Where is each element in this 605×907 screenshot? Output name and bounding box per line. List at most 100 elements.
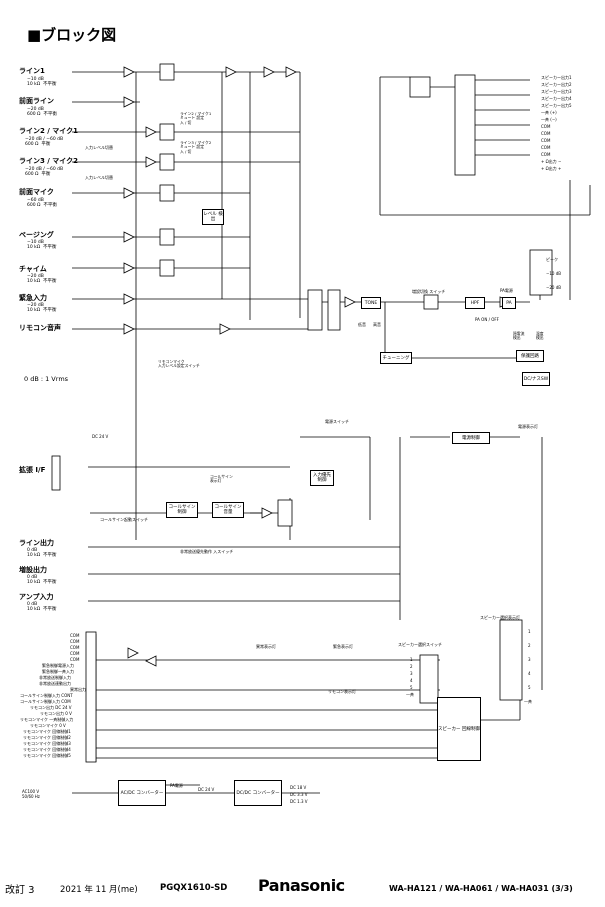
dc33-label: DC 3.3 V xyxy=(290,792,308,797)
control-terminal: 非常放送連動出力 xyxy=(39,681,71,686)
speaker-terminal-3: スピーカー出力3 xyxy=(541,89,572,94)
pa-amplifier: PA xyxy=(502,297,516,309)
remote-mic-switch-label: リモコンマイク 入力レベル設定スイッチ xyxy=(158,359,200,369)
control-terminal: リモコンマイク 一斉制御入力 xyxy=(20,717,74,722)
bass-label: 低音 xyxy=(358,322,366,327)
line2-mic1-mute: ライン2 / マイク1 ミュート 設定 入 / 切 xyxy=(180,111,212,125)
pa-power-label: PA電源 xyxy=(500,288,513,293)
input-line3-spec: −20 dB / −60 dB 600 Ω 平衡 xyxy=(25,167,64,177)
control-terminal: COM xyxy=(70,639,80,644)
control-terminal: リモコンマイク 回線制御1 xyxy=(23,729,71,734)
input-paging-spec: −10 dB 10 kΩ 不平衡 xyxy=(27,240,57,250)
hpf-filter: HPF xyxy=(465,297,485,309)
output-line-label: ライン出力 xyxy=(19,539,54,547)
speaker-terminal-1: スピーカー出力1 xyxy=(541,75,572,80)
output-amp-spec: 0 dB 10 kΩ 不平衡 xyxy=(27,602,57,612)
fault-led-label: 異常表示灯 xyxy=(256,644,276,649)
power-led-label: 電源表示灯 xyxy=(518,424,538,429)
footer-models: WA-HA121 / WA-HA061 / WA-HA031 (3/3) xyxy=(389,884,573,893)
sp-led-num: 1 xyxy=(528,629,531,634)
chime-led-label: コールサイン 表示灯 xyxy=(210,474,233,484)
speaker-terminal-8: COM xyxy=(541,124,551,129)
sp-switch-num: 4 xyxy=(410,678,413,683)
output-line-spec: 0 dB 10 kΩ 不平衡 xyxy=(27,548,57,558)
pa-onoff-label: PA ON / OFF xyxy=(475,317,499,322)
page-title: ■ブロック図 xyxy=(27,26,117,44)
control-terminal: リモコンマイク 回線制御4 xyxy=(23,747,71,752)
power-switch-label: 電源スイッチ xyxy=(325,419,349,424)
control-terminal: リモコンマイク 回線制御3 xyxy=(23,741,71,746)
peak-label: ピーク xyxy=(546,257,558,262)
control-terminal: COM xyxy=(70,645,80,650)
input-line3-label: ライン3 / マイク2 xyxy=(19,157,79,165)
level-note: 0 dB : 1 Vrms xyxy=(24,375,69,383)
output-amp-label: アンプ入力 xyxy=(19,593,54,601)
control-terminal: 異常出力 xyxy=(70,687,86,692)
control-terminal: リモコン出力 DC 24 V xyxy=(30,705,72,710)
control-terminal: COM xyxy=(70,633,80,638)
sp-led-num: 3 xyxy=(528,657,531,662)
input-line1-label: ライン1 xyxy=(19,67,45,75)
output-ext-label: 増設出力 xyxy=(19,566,47,574)
control-terminal: リモコンマイク 0 V xyxy=(30,723,66,728)
output-ext-spec: 0 dB 10 kΩ 不平衡 xyxy=(27,575,57,585)
input-front-line-spec: −20 dB 600 Ω 不平衡 xyxy=(27,107,57,117)
input-emergency-spec: −20 dB 10 kΩ 不平衡 xyxy=(27,303,57,313)
emergency-led-label: 緊急表示灯 xyxy=(333,644,353,649)
tuning-block: チューニング xyxy=(380,352,412,364)
speaker-terminal-7: 一斉 (−) xyxy=(541,117,557,122)
dc-dc-converter: DC/DC コンバーター xyxy=(234,780,282,806)
speaker-line-control: スピーカー 回線制御 xyxy=(437,697,481,761)
control-terminal: リモコン出力 0 V xyxy=(40,711,72,716)
ac-input-label: AC100 V 50/60 Hz xyxy=(22,789,40,799)
remote-led-label: リモコン表示灯 xyxy=(328,689,356,694)
sp-switch-num: 3 xyxy=(410,671,413,676)
speaker-select-switch-label: スピーカー選択スイッチ xyxy=(398,642,442,647)
speaker-terminal-5: スピーカー出力5 xyxy=(541,103,572,108)
chime-volume: コールサイン 音量 xyxy=(212,502,244,518)
minus10-label: −10 dB xyxy=(546,271,561,276)
speaker-terminal-9: COM xyxy=(541,131,551,136)
sp-led-num: 4 xyxy=(528,671,531,676)
control-terminal: リモコンマイク 回線制御5 xyxy=(23,753,71,758)
protect-circuit: 保護回路 xyxy=(516,350,544,362)
sp-switch-num: 2 xyxy=(410,664,413,669)
pa-pwr-label: PA電源 xyxy=(170,783,183,788)
announce-switch-label: 増設切換 スイッチ xyxy=(412,289,446,294)
speaker-terminal-6: 一斉 (+) xyxy=(541,110,557,115)
overcurrent-label: 過電流 検出 xyxy=(513,331,525,341)
control-terminal: COM xyxy=(70,657,80,662)
chime-control: コールサイン 制御 xyxy=(166,502,198,518)
sp-switch-num: 5 xyxy=(410,685,413,690)
level-detect: レベル 検出 xyxy=(202,209,224,225)
control-terminal: リモコンマイク 回線制御2 xyxy=(23,735,71,740)
line3-mic2-mute: ライン3 / マイク2 ミュート 設定 入 / 切 xyxy=(180,140,212,154)
input-front-mic-spec: −60 dB 600 Ω 不平衡 xyxy=(27,198,57,208)
control-terminal: COM xyxy=(70,651,80,656)
sp-led-num: 2 xyxy=(528,643,531,648)
speaker-terminal-10: COM xyxy=(541,138,551,143)
footer-revision: 改訂 3 xyxy=(5,885,35,896)
control-terminal: 非常放送制御入力 xyxy=(39,675,71,680)
input-front-line-label: 前面ライン xyxy=(19,97,54,105)
footer-date: 2021 年 11 月(me) xyxy=(60,885,138,895)
footer-code: PGQX1610-SD xyxy=(160,883,228,893)
input-paging-label: ページング xyxy=(19,231,54,239)
input-line2-spec: −20 dB / −60 dB 600 Ω 平衡 xyxy=(25,137,64,147)
control-terminal: コールサイン制御入力 COM xyxy=(20,699,71,704)
tone-control: TONE xyxy=(361,297,381,309)
sp-led-num: 一斉 xyxy=(524,699,532,704)
ac-dc-converter: AC/DC コンバーター xyxy=(118,780,166,806)
speaker-terminal-2: スピーカー出力2 xyxy=(541,82,572,87)
sp-switch-num: 1 xyxy=(410,657,413,662)
emergency-switch-label: 非常放送優先動作 入スイッチ xyxy=(180,549,234,554)
dc13-label: DC 1.3 V xyxy=(290,799,308,804)
input-chime-label: チャイム xyxy=(19,265,47,273)
speaker-terminal-14: + Ω出力 + xyxy=(541,166,562,171)
speaker-terminal-11: COM xyxy=(541,145,551,150)
chime-switch-label: コールサイン起動スイッチ xyxy=(100,517,148,522)
speaker-terminal-4: スピーカー出力4 xyxy=(541,96,572,101)
input-line2-label: ライン2 / マイク1 xyxy=(19,127,79,135)
brand-logo: Panasonic xyxy=(258,876,345,895)
